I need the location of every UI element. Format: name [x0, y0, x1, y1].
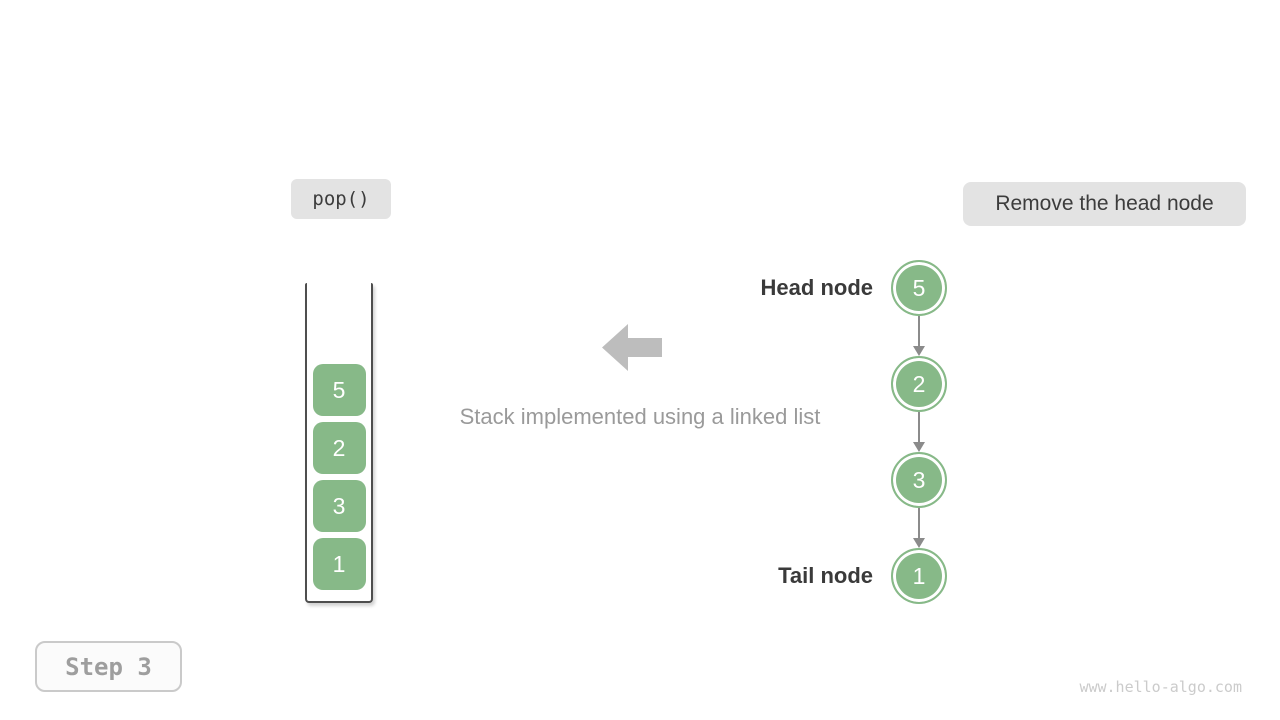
left-block-arrow-icon	[602, 324, 662, 371]
step-label: Step 3	[65, 652, 152, 681]
stack-container: 5 2 3 1	[305, 283, 373, 603]
caption-text: Stack implemented using a linked list	[459, 404, 821, 429]
stack-item: 2	[312, 422, 366, 474]
list-node: 2	[891, 356, 947, 412]
operation-label-box: pop()	[291, 179, 391, 219]
tail-node-label: Tail node	[778, 563, 873, 588]
stack-item: 1	[312, 538, 366, 590]
list-node: 1	[891, 548, 947, 604]
watermark-text: www.hello-algo.com	[1079, 678, 1242, 696]
arrow-down-icon	[913, 316, 925, 356]
annotation-label: Remove the head node	[995, 192, 1214, 215]
arrow-down-icon	[913, 412, 925, 452]
head-node-label: Head node	[760, 275, 873, 300]
step-indicator: Step 3	[35, 641, 182, 692]
annotation-label-box: Remove the head node	[963, 182, 1246, 226]
list-node-value: 2	[912, 370, 926, 397]
list-node-value: 3	[912, 466, 926, 493]
list-node: 3	[891, 452, 947, 508]
operation-label: pop()	[312, 188, 370, 210]
list-node-value: 1	[912, 562, 926, 589]
list-node-value: 5	[912, 274, 926, 301]
arrow-down-icon	[913, 508, 925, 548]
list-node: 5	[891, 260, 947, 316]
stack-item: 3	[312, 480, 366, 532]
stack-item: 5	[312, 364, 366, 416]
